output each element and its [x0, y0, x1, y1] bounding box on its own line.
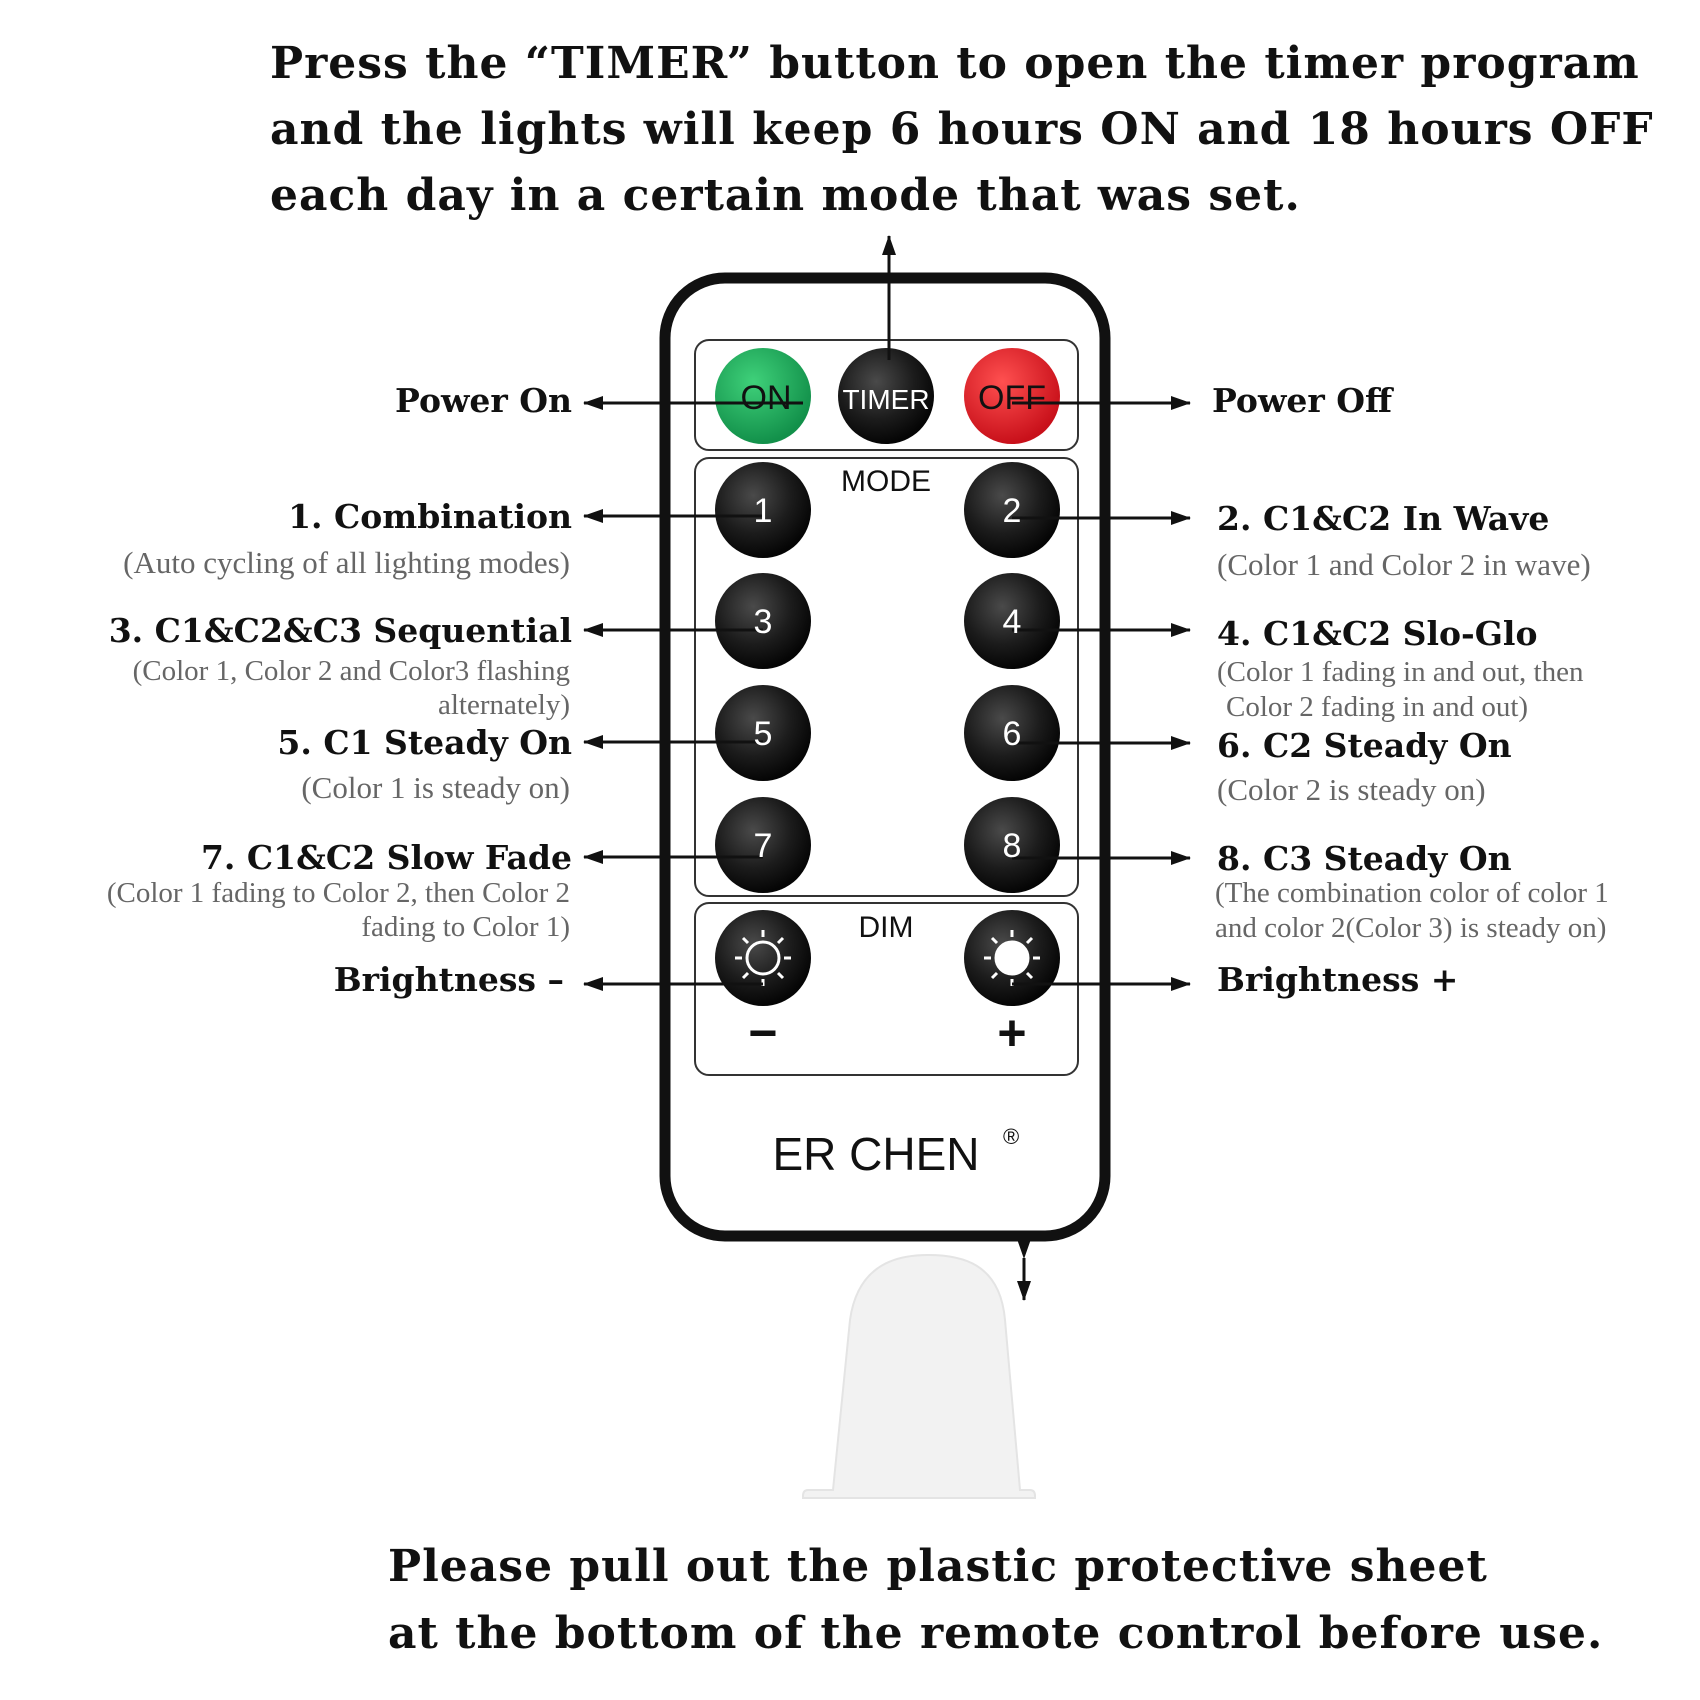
mode-button-6[interactable] — [964, 685, 1060, 781]
mode5-desc: (Color 1 is steady on) — [301, 770, 570, 805]
mode4-title: 4. C1&C2 Slo-Glo — [1217, 614, 1538, 653]
mode-button-5[interactable] — [715, 685, 811, 781]
off-button[interactable] — [964, 348, 1060, 444]
mode-button-6-label: 6 — [1003, 715, 1022, 753]
mode-button-8-label: 8 — [1003, 827, 1022, 865]
brightness-plus-label: Brightness + — [1217, 960, 1459, 999]
brightness-minus-label: Brightness – — [333, 960, 564, 999]
on-button[interactable] — [715, 348, 811, 444]
mode7-desc-2: fading to Color 1) — [361, 911, 570, 943]
mode3-desc-1: (Color 1, Color 2 and Color3 flashing — [132, 655, 570, 687]
power-on-label: Power On — [395, 381, 572, 420]
mode3-title: 3. C1&C2&C3 Sequential — [108, 611, 572, 650]
mode6-title: 6. C2 Steady On — [1217, 726, 1512, 765]
plus-sign: + — [997, 1005, 1026, 1061]
off-button-label: OFF — [978, 379, 1046, 417]
mode7-title: 7. C1&C2 Slow Fade — [200, 838, 572, 877]
header-line-1: Press the “TIMER” button to open the tim… — [270, 38, 1640, 89]
power-off-label: Power Off — [1212, 381, 1393, 420]
brand-registered-mark: ® — [1003, 1124, 1019, 1149]
mode-button-5-label: 5 — [754, 715, 773, 753]
mode7-desc-1: (Color 1 fading to Color 2, then Color 2 — [106, 877, 570, 909]
mode8-title: 8. C3 Steady On — [1217, 839, 1512, 878]
timer-button[interactable] — [838, 348, 934, 444]
dim-label: DIM — [859, 911, 914, 944]
mode-panel — [694, 457, 1079, 897]
mode-button-7[interactable] — [715, 797, 811, 893]
mode-button-2-label: 2 — [1003, 492, 1022, 530]
power-panel — [694, 339, 1079, 451]
brand-name: ER CHEN — [772, 1128, 979, 1180]
mode2-title: 2. C1&C2 In Wave — [1217, 499, 1550, 538]
protective-sheet — [802, 1253, 1036, 1499]
mode-button-1-label: 1 — [754, 492, 773, 530]
sun-filled-icon — [984, 930, 1040, 986]
header-line-2: and the lights will keep 6 hours ON and … — [270, 104, 1654, 155]
mode6-desc: (Color 2 is steady on) — [1217, 772, 1486, 807]
mode-button-7-label: 7 — [754, 827, 773, 865]
mode-button-1[interactable] — [715, 462, 811, 558]
mode8-desc-1: (The combination color of color 1 — [1215, 877, 1609, 909]
mode-button-8[interactable] — [964, 797, 1060, 893]
dim-panel — [694, 902, 1079, 1076]
dim-minus-button[interactable] — [715, 910, 811, 1006]
mode-button-3-label: 3 — [754, 603, 773, 641]
header-line-3: each day in a certain mode that was set. — [270, 170, 1301, 221]
mode1-title: 1. Combination — [288, 497, 572, 536]
timer-button-label: TIMER — [842, 384, 929, 415]
mode8-desc-2: and color 2(Color 3) is steady on) — [1215, 912, 1607, 944]
mode4-desc-1: (Color 1 fading in and out, then — [1217, 656, 1584, 688]
mode4-desc-2: Color 2 fading in and out) — [1226, 691, 1529, 723]
mode-button-4[interactable] — [964, 573, 1060, 669]
footer-line-2: at the bottom of the remote control befo… — [388, 1608, 1604, 1659]
mode3-desc-2: alternately) — [437, 689, 570, 721]
mode-button-2[interactable] — [964, 462, 1060, 558]
mode-button-4-label: 4 — [1003, 603, 1022, 641]
mode-label: MODE — [841, 465, 931, 498]
mode1-desc: (Auto cycling of all lighting modes) — [123, 545, 570, 580]
mode5-title: 5. C1 Steady On — [277, 723, 572, 762]
mode2-desc: (Color 1 and Color 2 in wave) — [1217, 547, 1591, 582]
mode-button-3[interactable] — [715, 573, 811, 669]
on-button-label: ON — [741, 379, 792, 417]
footer-line-1: Please pull out the plastic protective s… — [388, 1541, 1488, 1592]
minus-sign: − — [748, 1005, 777, 1061]
